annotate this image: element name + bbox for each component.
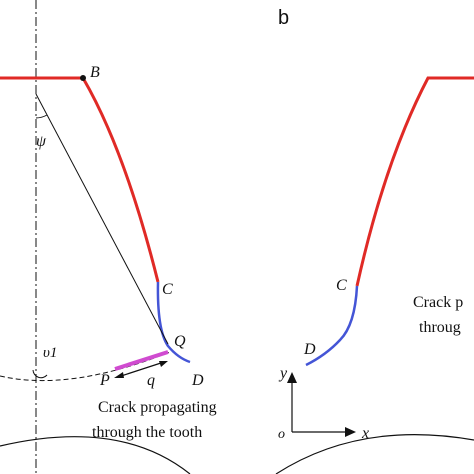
label-x: x [361, 425, 369, 442]
label-Q: Q [174, 333, 186, 350]
label-C-b: C [336, 277, 347, 294]
tooth-flank-curve-b [355, 76, 474, 287]
label-P: P [99, 372, 110, 389]
crack-path-segment [114, 350, 169, 371]
label-psi: ψ [36, 133, 47, 150]
label-q: q [147, 372, 155, 389]
fillet-curve-a [156, 281, 191, 364]
caption-a-line1: Crack propagating [98, 399, 217, 416]
panel-b-label: b [278, 7, 289, 29]
fillet-curve-b [305, 285, 359, 367]
label-o: o [278, 427, 285, 442]
tooth-flank-curve-a [0, 76, 160, 283]
v1-angle-arc [32, 369, 48, 379]
panel-b: b C D y x o Crack p throug [275, 7, 474, 474]
point-B [80, 75, 86, 81]
caption-b-line1: Crack p [413, 294, 463, 311]
label-y: y [278, 365, 288, 382]
caption-a-line2: through the tooth [92, 424, 202, 441]
psi-ray [35, 93, 169, 345]
coordinate-axes [287, 372, 356, 437]
label-C: C [162, 281, 173, 298]
label-D-b: D [303, 341, 316, 358]
gear-base-arc-a [0, 436, 191, 474]
crack-length-arrow-q [114, 361, 168, 378]
crack-reference-arc [0, 351, 171, 382]
psi-angle-arc [35, 114, 48, 119]
gear-base-arc-b [275, 433, 474, 474]
label-B: B [90, 64, 100, 81]
panel-a: B ψ C Q υ1 P q D Crack propagating throu… [0, 0, 217, 474]
label-v1: υ1 [43, 345, 57, 361]
caption-b-line2: throug [419, 319, 461, 336]
label-D: D [191, 372, 204, 389]
